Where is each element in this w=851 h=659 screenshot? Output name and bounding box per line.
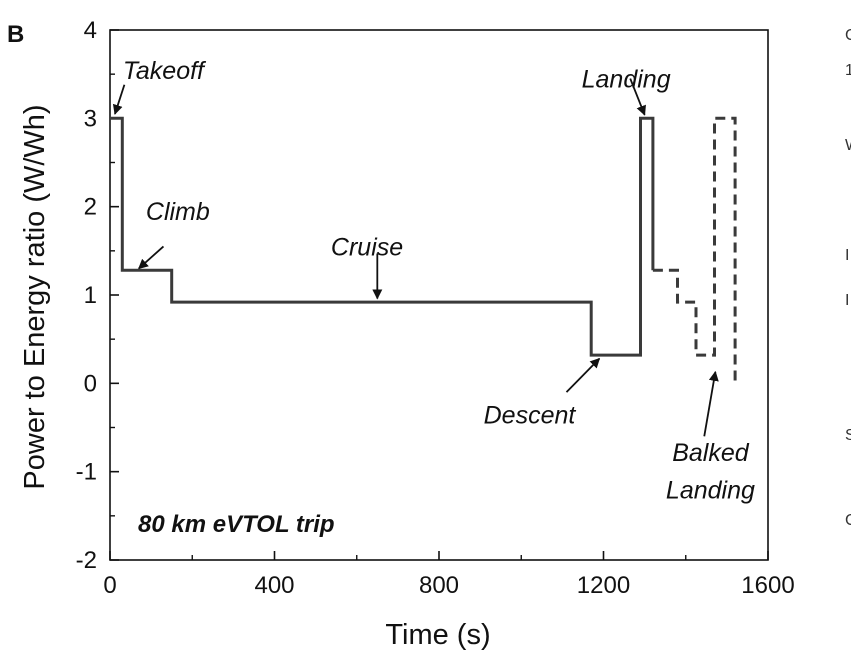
y-tick-label: 2 bbox=[84, 194, 97, 221]
annotation-label: Descent bbox=[484, 401, 577, 429]
annotation-label: Balked bbox=[672, 439, 750, 467]
annotations-layer: TakeoffClimbCruiseDescentLandingBalkedLa… bbox=[112, 57, 755, 504]
x-tick-label: 800 bbox=[419, 572, 459, 599]
x-tick-label: 0 bbox=[103, 572, 116, 599]
y-tick-label: 1 bbox=[84, 282, 97, 309]
edge-glyph: W bbox=[845, 137, 851, 154]
edge-glyph: I bbox=[845, 247, 849, 264]
x-tick-label: 400 bbox=[254, 572, 294, 599]
annotation-arrow bbox=[112, 84, 126, 115]
series-layer bbox=[110, 116, 737, 381]
annotation-arrow bbox=[629, 78, 646, 116]
panel-label: B bbox=[7, 21, 24, 48]
y-tick-label: -2 bbox=[76, 547, 97, 574]
series-line-dashed bbox=[652, 116, 737, 381]
annotation-label: Climb bbox=[146, 198, 210, 226]
annotation-label: Cruise bbox=[331, 233, 403, 261]
x-tick-label: 1600 bbox=[741, 572, 794, 599]
y-axis-title: Power to Energy ratio (W/Wh) bbox=[19, 104, 51, 489]
annotation-label: Takeoff bbox=[123, 57, 207, 85]
edge-glyphs: C 1W I I S C bbox=[845, 27, 851, 529]
annotation-label: Landing bbox=[666, 476, 755, 504]
edge-glyph: I bbox=[845, 292, 849, 309]
trip-label: 80 km eVTOL trip bbox=[138, 511, 335, 538]
edge-glyph: C bbox=[845, 27, 851, 44]
y-tick-label: -1 bbox=[76, 459, 97, 486]
annotation-arrow bbox=[703, 370, 719, 437]
edge-glyph: 1 bbox=[845, 62, 851, 79]
edge-glyph: S bbox=[845, 427, 851, 444]
annotation-arrow bbox=[138, 245, 165, 270]
x-axis-title: Time (s) bbox=[385, 619, 490, 651]
series-line-solid bbox=[110, 116, 655, 357]
annotation-label: Landing bbox=[582, 66, 671, 94]
y-tick-label: 0 bbox=[84, 370, 97, 397]
y-tick-label: 4 bbox=[84, 17, 97, 44]
annotation-arrow bbox=[565, 357, 601, 393]
edge-glyph: C bbox=[845, 512, 851, 529]
y-tick-label: 3 bbox=[84, 105, 97, 132]
x-axis-ticks: 0 400 800 1200 1600 bbox=[103, 551, 795, 599]
y-axis-ticks: -2 -1 0 1 2 3 4 bbox=[76, 17, 119, 574]
x-tick-label: 1200 bbox=[577, 572, 630, 599]
